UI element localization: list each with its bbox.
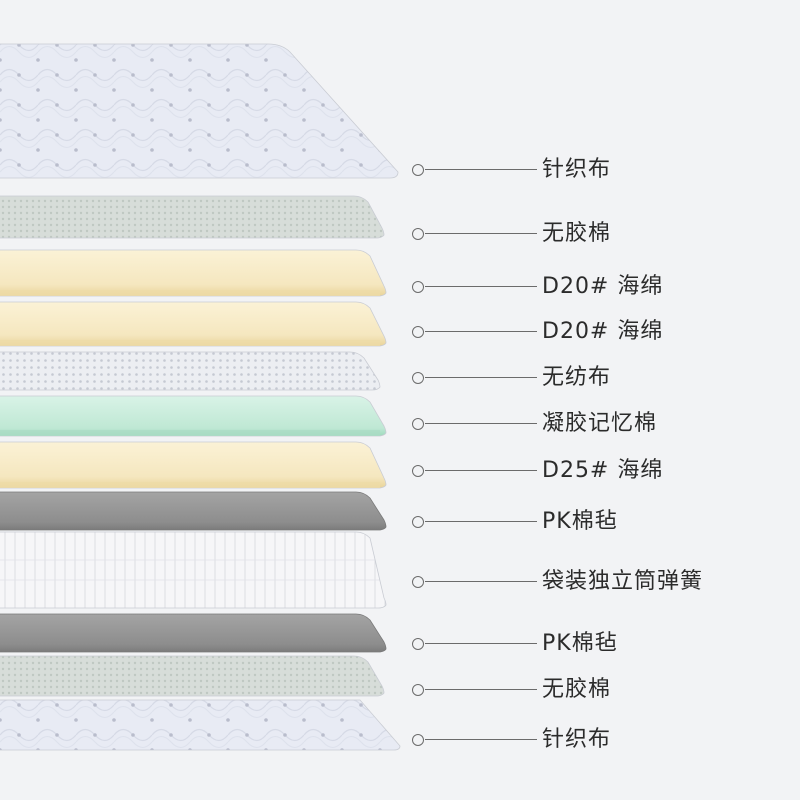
layer-label: D25# 海绵 — [542, 458, 664, 483]
connector-line — [425, 331, 537, 333]
connector-dot — [412, 576, 424, 588]
layer-label: PK棉毡 — [542, 631, 618, 656]
layer-glue-free-cotton-bottom — [0, 655, 385, 697]
label-row-d20-foam-2: D20# 海绵 — [412, 318, 800, 346]
layer-label: D20# 海绵 — [542, 319, 664, 344]
connector-dot — [412, 326, 424, 338]
layer-knit-fabric-bottom — [0, 699, 401, 751]
layer-pocket-springs — [0, 531, 387, 609]
layer-label: 凝胶记忆棉 — [542, 411, 658, 436]
label-row-d20-foam-1: D20# 海绵 — [412, 273, 800, 301]
layer-edge-d25-foam — [0, 482, 380, 488]
layer-d25-foam — [0, 441, 387, 489]
connector-dot — [412, 638, 424, 650]
layer-d20-foam-1 — [0, 249, 387, 297]
layer-knit-fabric-top — [0, 43, 399, 179]
label-row-d25-foam: D25# 海绵 — [412, 457, 800, 485]
connector-line — [425, 643, 537, 645]
connector-line — [425, 233, 537, 235]
connector-line — [425, 521, 537, 523]
label-row-pk-felt-bottom: PK棉毡 — [412, 630, 800, 658]
layer-pk-felt-top — [0, 491, 387, 531]
label-row-glue-free-cotton-bottom: 无胶棉 — [412, 676, 800, 704]
layer-label: D20# 海绵 — [542, 274, 664, 299]
connector-dot — [412, 684, 424, 696]
connector-line — [425, 470, 537, 472]
label-row-knit-fabric-top: 针织布 — [412, 156, 800, 184]
connector-line — [425, 581, 537, 583]
layer-label: PK棉毡 — [542, 509, 618, 534]
layer-pk-felt-bottom — [0, 613, 387, 653]
layer-label: 无胶棉 — [542, 677, 612, 702]
layer-edge-d20-foam-1 — [0, 290, 380, 296]
connector-dot — [412, 372, 424, 384]
connector-dot — [412, 418, 424, 430]
connector-dot — [412, 228, 424, 240]
connector-line — [425, 739, 537, 741]
layer-label: 袋装独立筒弹簧 — [542, 569, 704, 594]
layer-non-woven-fabric — [0, 351, 381, 391]
label-row-pk-felt-top: PK棉毡 — [412, 508, 800, 536]
layer-gel-memory-foam — [0, 395, 387, 437]
connector-line — [425, 377, 537, 379]
label-row-glue-free-cotton-top: 无胶棉 — [412, 220, 800, 248]
connector-dot — [412, 164, 424, 176]
layer-glue-free-cotton-top — [0, 195, 385, 239]
layer-label: 针织布 — [542, 727, 612, 752]
connector-line — [425, 423, 537, 425]
connector-line — [425, 689, 537, 691]
connector-dot — [412, 281, 424, 293]
label-row-gel-memory-foam: 凝胶记忆棉 — [412, 410, 800, 438]
layer-d20-foam-2 — [0, 301, 387, 347]
layer-label: 无胶棉 — [542, 221, 612, 246]
connector-dot — [412, 734, 424, 746]
label-row-non-woven-fabric: 无纺布 — [412, 364, 800, 392]
label-row-pocket-springs: 袋装独立筒弹簧 — [412, 568, 800, 596]
layer-label: 针织布 — [542, 157, 612, 182]
layer-edge-d20-foam-2 — [0, 340, 380, 346]
connector-line — [425, 286, 537, 288]
label-row-knit-fabric-bottom: 针织布 — [412, 726, 800, 754]
connector-dot — [412, 516, 424, 528]
layer-label: 无纺布 — [542, 365, 612, 390]
connector-line — [425, 169, 537, 171]
layer-edge-gel-memory-foam — [0, 430, 380, 436]
connector-dot — [412, 465, 424, 477]
